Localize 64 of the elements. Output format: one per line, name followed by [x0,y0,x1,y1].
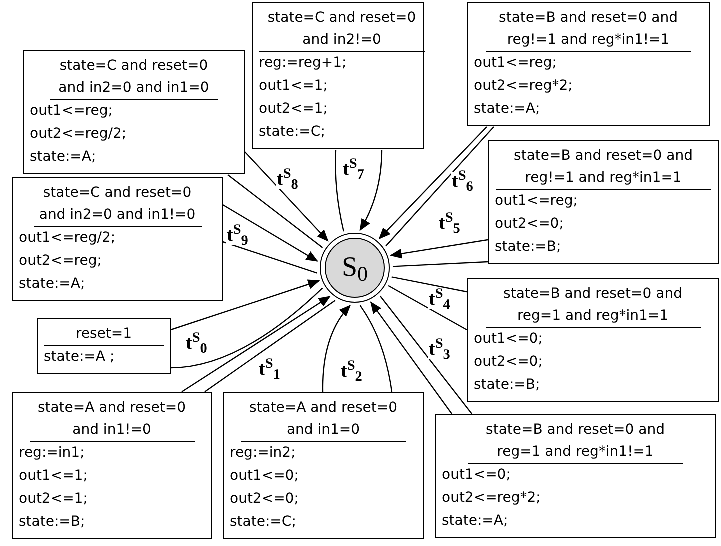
action-statement: out1<=0; [474,330,543,349]
transition-box [12,177,223,301]
action-statement: out2<=0; [230,490,299,509]
transition-line [222,241,318,274]
action-statement: state:=A; [442,512,508,531]
action-statement: state:=B; [19,513,86,532]
guard-condition: state=C and reset=0 and in2=0 and in1=0 [50,55,218,100]
transition-box [252,2,424,149]
action-statement: state:=A; [19,275,86,294]
transition-box [12,392,212,539]
action-statement: state:=A; [474,100,540,119]
action-statement: out2<=reg*2; [442,489,541,508]
action-statement: out2<=0; [495,215,564,234]
transition-line [360,305,393,392]
action-statement: out1<=reg; [474,54,557,73]
transition-line [386,126,494,247]
transition-arrow [322,304,352,392]
action-statement: out1<=reg/2; [19,229,116,248]
action-statement: state:=C; [259,123,326,142]
action-statement: out2<=reg*2; [474,77,573,96]
action-statement: reg:=reg+1; [259,54,347,73]
transition-box [223,392,424,539]
transition-arrow [222,204,318,262]
action-statement: out2<=1; [19,490,88,509]
action-statement: reg:=in1; [19,444,85,463]
action-statement: out2<=1; [259,100,328,119]
transition-line [380,296,472,414]
action-statement: state:=A ; [44,348,115,367]
transition-line [204,300,336,392]
action-statement: out2<=reg/2; [30,125,127,144]
transition-arrow [182,296,331,392]
action-statement: state:=A; [30,148,96,167]
transition-line [388,285,468,331]
action-statement: out1<=reg; [30,102,113,121]
transition-box [488,140,719,264]
action-statement: state:=B; [495,238,562,257]
transition-box [467,2,710,126]
transition-box [23,50,245,174]
action-statement: out1<=reg; [495,192,578,211]
action-statement: state:=C; [230,513,296,532]
action-statement: state:=B; [474,376,540,395]
transition-box [435,414,716,538]
transition-arrow [390,239,488,259]
action-statement: out1<=0; [442,466,511,485]
action-statement: out1<=1; [259,77,328,96]
transition-arrow [170,280,320,331]
action-statement: out1<=0; [230,467,299,486]
transition-arrow [360,150,383,232]
transition-line [392,276,468,293]
guard-condition: reset=1 [44,323,164,346]
action-statement: out2<=0; [474,353,543,372]
transition-line [392,261,488,268]
transition-arrow [370,302,452,414]
transition-box [37,318,171,374]
transition-arrow [378,126,488,240]
transition-box [467,278,719,402]
action-statement: reg:=in2; [230,444,296,463]
state-label: S$_{0}$ [342,254,368,282]
transition-line [170,288,324,369]
guard-condition: state=B and reset=0 and reg=1 and reg*in1!=1 [468,419,683,464]
transition-arrow [244,152,329,242]
action-statement: out2<=reg; [19,252,102,271]
action-statement: out1<=1; [19,467,88,486]
transition-line [335,150,344,232]
